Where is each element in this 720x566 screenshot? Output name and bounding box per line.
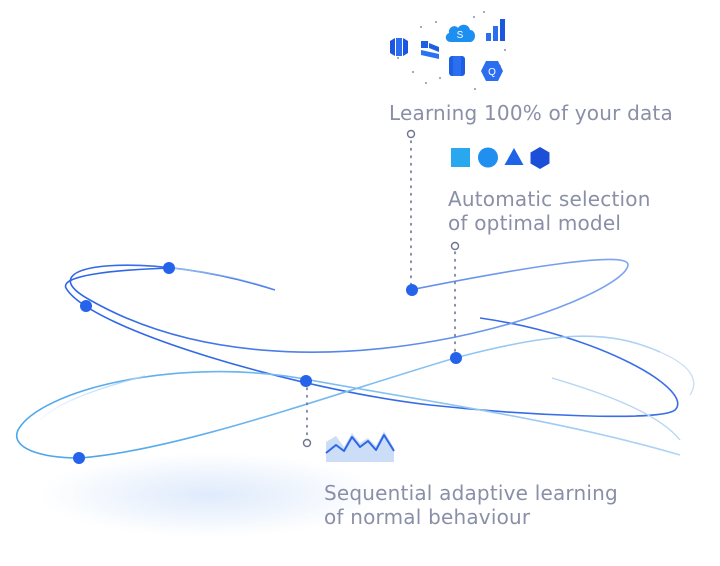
sparkline-icon [325,431,395,462]
orbit-node [406,284,418,296]
connector-start-sequential [302,438,312,448]
square-icon [451,148,470,167]
data-learning-caption: Learning 100% of your data [389,101,673,125]
orbit-ring-dark [64,267,679,418]
connector-start-model [450,241,460,251]
orbit-ring-light [15,335,695,459]
data-factory-icon [421,41,439,59]
salesforce-letter: S [457,30,464,41]
orbit-node [80,300,92,312]
model-selection-line-2: of optimal model [448,211,622,235]
orbit-nodes [73,262,462,464]
orbit-ring-blue [69,258,629,353]
orbit-node [450,352,462,364]
orbit-node [163,262,175,274]
triangle-icon [504,148,524,165]
sequential-line-1: Sequential adaptive learning [324,481,618,505]
hexagon-icon [530,147,550,169]
sequential-line-2: of normal behaviour [324,505,531,529]
model-shapes [451,147,550,169]
sequential-learning-caption: Sequential adaptive learning of normal b… [324,481,618,529]
bigquery-letter: Q [488,67,496,78]
orbit-node [300,375,312,387]
connector-start-data [406,129,416,139]
orbit-node [73,452,85,464]
model-selection-caption: Automatic selection of optimal model [448,187,651,235]
bar-chart-icon [486,19,505,41]
circle-icon [478,147,498,168]
soft-glow [40,453,380,537]
model-selection-line-1: Automatic selection [448,187,651,211]
salesforce-cloud-icon: S [445,24,476,42]
bigquery-icon: Q [481,61,503,81]
database-icon [449,56,465,76]
power-bi-cube-icon [390,38,408,56]
